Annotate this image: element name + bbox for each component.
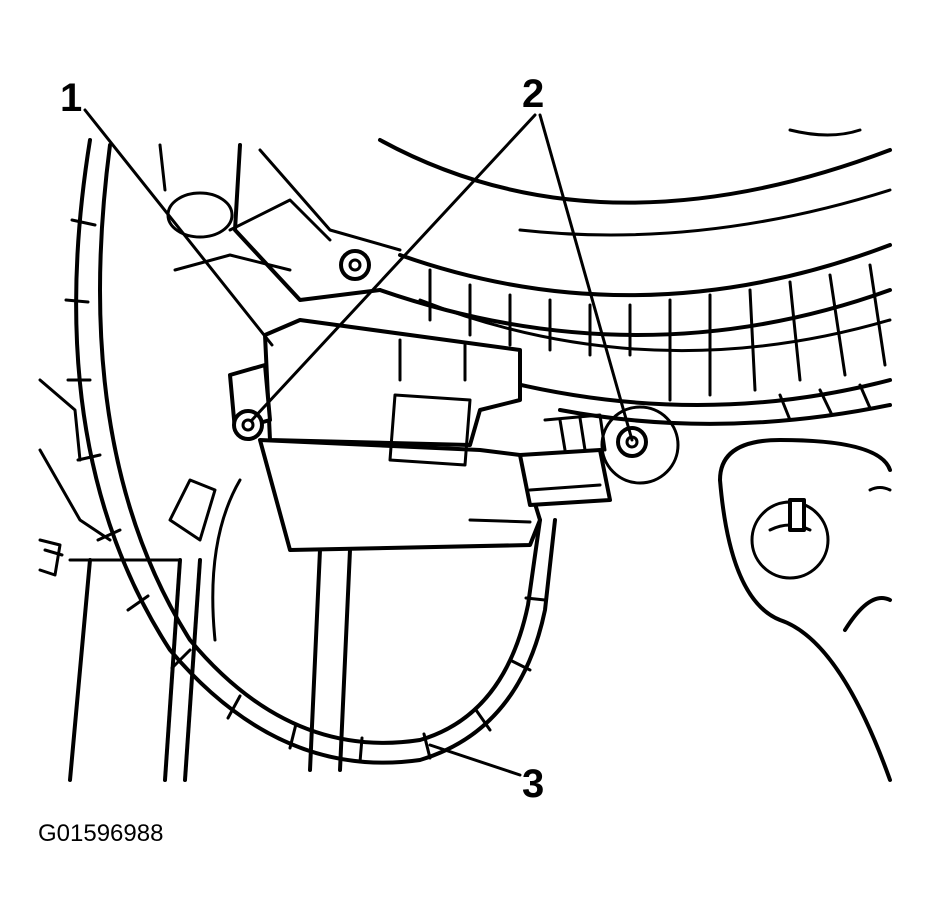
- left-clip: [38, 378, 112, 577]
- wiring-harness: [64, 138, 557, 765]
- callout-3: 3: [522, 762, 545, 806]
- callout-2: 2: [522, 72, 545, 116]
- mounting-frame: [158, 143, 402, 302]
- connector: [518, 413, 612, 507]
- leader-lines: [83, 108, 634, 777]
- leader-1: [83, 108, 274, 347]
- figure-code: G01596988: [38, 820, 164, 847]
- leader-3: [428, 743, 522, 777]
- callout-1: 1: [60, 76, 83, 120]
- support-struts: [68, 478, 352, 782]
- housing-arcs: [378, 128, 892, 426]
- right-mount: [600, 405, 680, 485]
- grille-ribs: [428, 263, 887, 422]
- leader-2a: [250, 113, 537, 422]
- side-plate: [718, 438, 892, 782]
- leader-2b: [538, 113, 634, 442]
- actuator: [228, 318, 542, 552]
